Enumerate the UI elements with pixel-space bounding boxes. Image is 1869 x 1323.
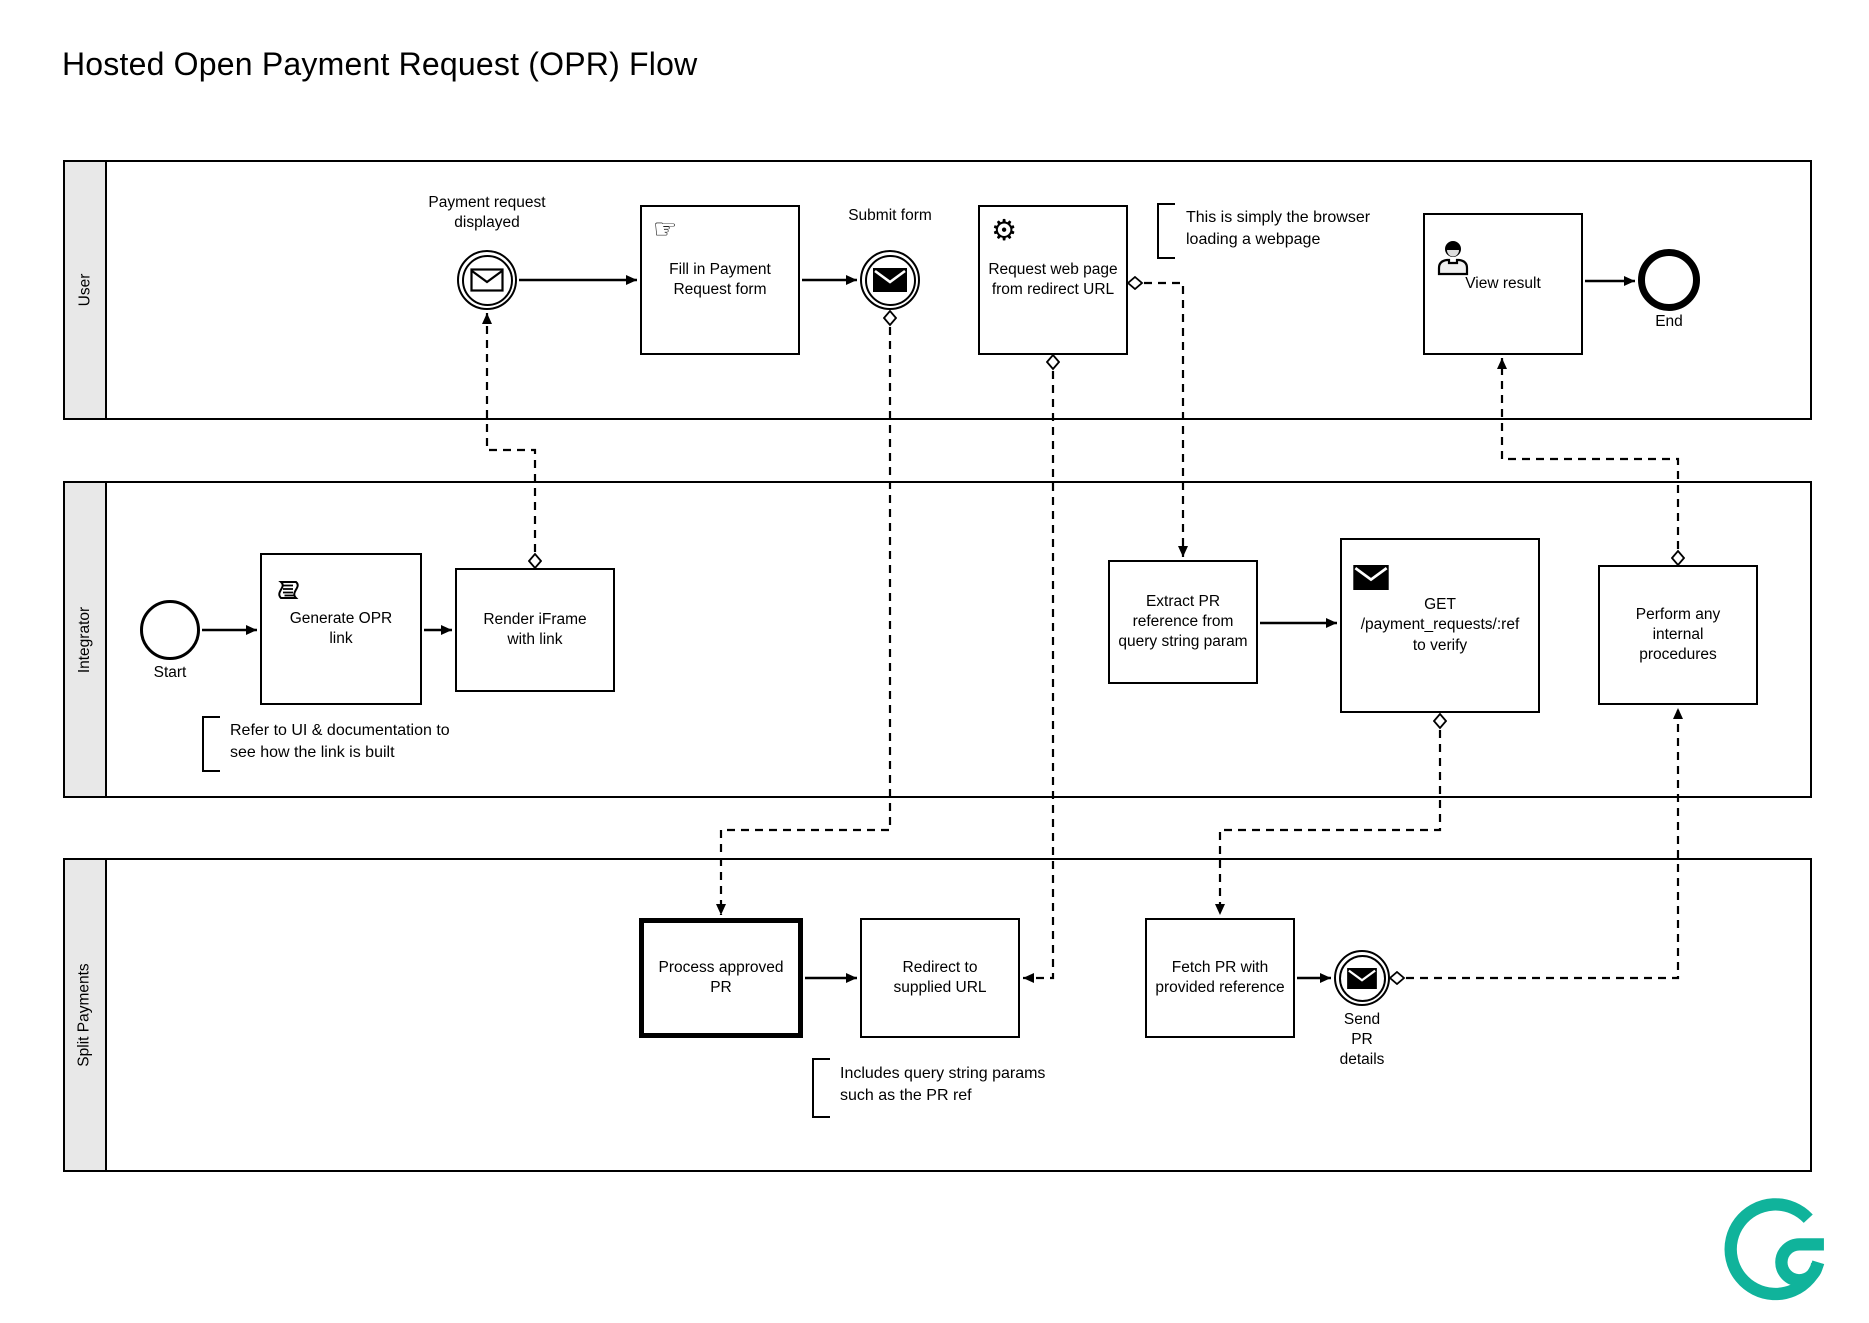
lane-split-payments-label: Split Payments	[76, 963, 94, 1067]
service-task-gear-icon: ⚙	[991, 213, 1017, 247]
event-label-start: Start	[153, 664, 187, 681]
event-end	[1638, 249, 1700, 311]
annotation-link-note: Refer to UI & documentation to see how t…	[230, 722, 450, 761]
event-send-pr-details	[1334, 950, 1390, 1006]
lane-split-payments-header: Split Payments	[65, 860, 107, 1170]
task-fetch-pr-with-reference: Fetch PR with provided reference	[1145, 918, 1295, 1038]
lane-user-label: User	[75, 273, 93, 307]
split-payments-logo	[1724, 1198, 1825, 1301]
task-redirect-to-supplied-url: Redirect to supplied URL	[860, 918, 1020, 1038]
event-label-end: End	[1655, 313, 1683, 330]
task-render-iframe-with-link: Render iFrame with link	[455, 568, 615, 692]
message-envelope-icon	[470, 268, 504, 292]
event-payment-request-displayed	[457, 250, 517, 310]
task-fill-in-payment-request-form: ☞ Fill in Payment Request form	[640, 205, 800, 355]
event-label-payment-request-displayed: Payment request displayed	[428, 194, 546, 232]
lane-integrator: Integrator	[63, 481, 1812, 798]
task-perform-internal-procedures: Perform any internal procedures	[1598, 565, 1758, 705]
annotation-browser-note: This is simply the browser loading a web…	[1186, 209, 1371, 248]
annotation-bracket	[1157, 203, 1175, 259]
script-task-icon	[273, 564, 303, 611]
event-submit-form	[860, 250, 920, 310]
task-label: Generate OPR link	[289, 609, 393, 647]
task-label: GET /payment_requests/:ref to verify	[1360, 596, 1520, 654]
message-envelope-filled-icon	[873, 268, 907, 292]
message-envelope-filled-icon	[1353, 549, 1389, 593]
task-label: Extract PR reference from query string p…	[1118, 592, 1248, 651]
task-label: Fetch PR with provided reference	[1155, 958, 1285, 996]
task-process-approved-pr: Process approved PR	[639, 918, 803, 1038]
task-label: View result	[1465, 274, 1541, 292]
event-label-send-pr-details: Send PR details	[1339, 1011, 1385, 1069]
manual-task-hand-icon: ☞	[653, 214, 678, 245]
message-envelope-filled-icon	[1347, 967, 1377, 989]
task-view-result: View result	[1423, 213, 1583, 355]
page-title: Hosted Open Payment Request (OPR) Flow	[62, 46, 698, 82]
task-get-payment-requests-verify: GET /payment_requests/:ref to verify	[1340, 538, 1540, 713]
lane-split-payments: Split Payments	[63, 858, 1812, 1172]
annotation-bracket	[812, 1058, 830, 1118]
task-generate-opr-link: Generate OPR link	[260, 553, 422, 705]
task-request-web-page: ⚙ Request web page from redirect URL	[978, 205, 1128, 355]
annotation-query-note: Includes query string params such as the…	[840, 1065, 1046, 1104]
task-label: Perform any internal procedures	[1635, 605, 1721, 664]
lane-user-header: User	[65, 162, 107, 418]
task-extract-pr-reference: Extract PR reference from query string p…	[1108, 560, 1258, 684]
annotation-bracket	[202, 716, 220, 772]
lane-user: User	[63, 160, 1812, 420]
user-person-icon	[1436, 224, 1470, 279]
task-label: Render iFrame with link	[483, 610, 587, 648]
task-label: Request web page from redirect URL	[988, 260, 1118, 298]
lane-integrator-label: Integrator	[76, 606, 94, 673]
lane-integrator-header: Integrator	[65, 483, 107, 796]
event-label-submit-form: Submit form	[848, 207, 932, 224]
event-start	[140, 600, 200, 660]
task-label: Fill in Payment Request form	[669, 260, 771, 298]
task-label: Process approved PR	[658, 958, 784, 996]
task-label: Redirect to supplied URL	[893, 958, 987, 996]
